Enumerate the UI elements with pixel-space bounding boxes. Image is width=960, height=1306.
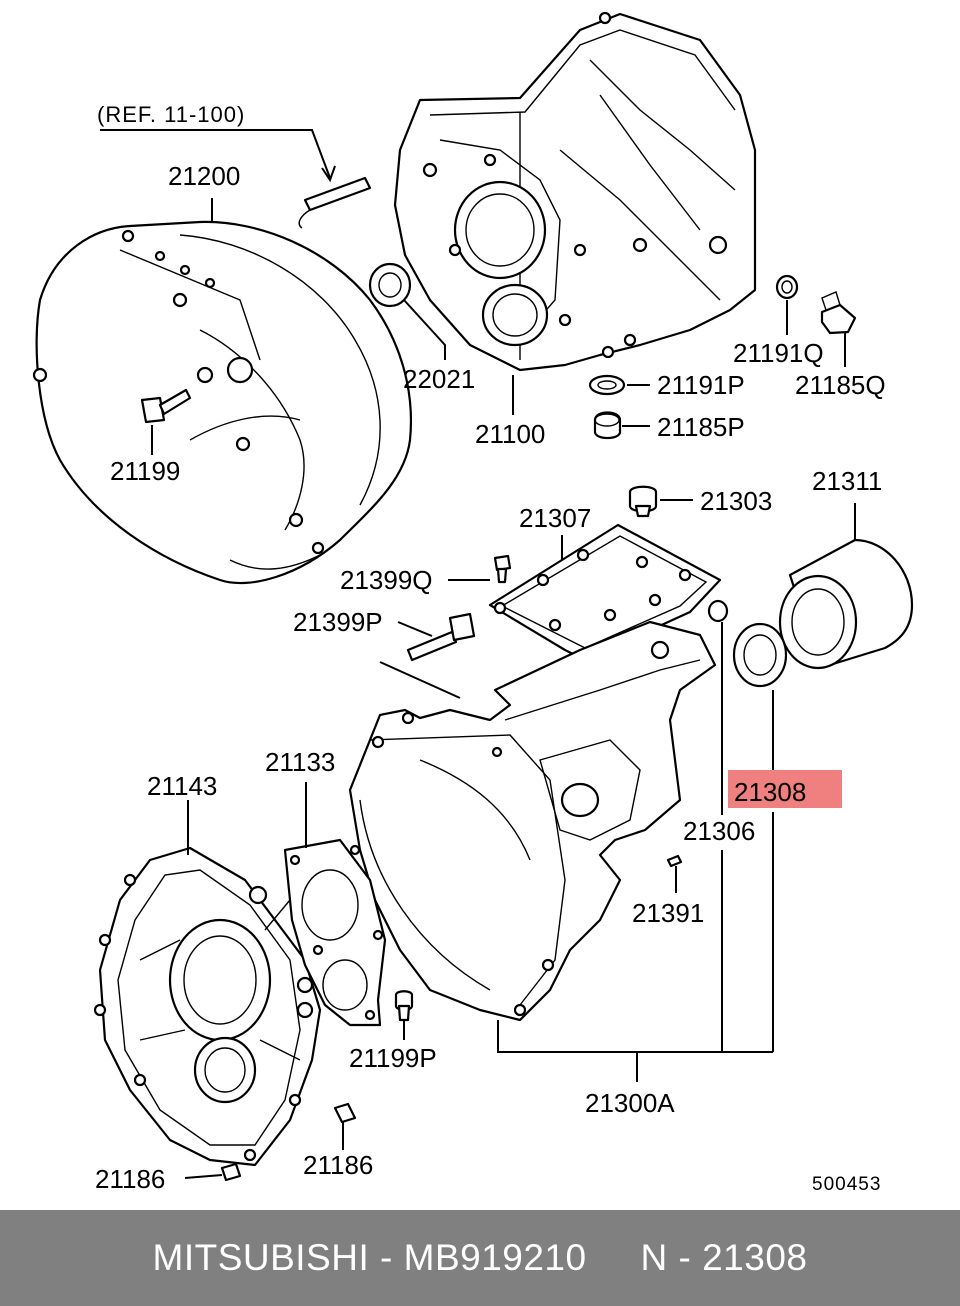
label-21199: 21199 [110, 456, 180, 486]
label-21186b: 21186 [95, 1164, 165, 1194]
bolt-21199P [394, 990, 414, 1022]
transmission-case-21100 [393, 11, 757, 372]
label-21191P: 21191P [657, 370, 745, 400]
label-21399Q: 21399Q [340, 565, 433, 595]
cover-21307 [488, 523, 722, 662]
washer-21191P [588, 374, 626, 396]
label-21133: 21133 [265, 747, 335, 777]
dowel-21186a [333, 1102, 357, 1124]
plug-21185P [593, 411, 622, 440]
plug-21185Q [820, 291, 857, 335]
washer-21191Q [775, 274, 799, 300]
label-21303: 21303 [700, 486, 772, 516]
bolt-21399Q [493, 554, 512, 584]
label-21185Q: 21185Q [795, 370, 886, 400]
plug-21306 [707, 599, 729, 623]
gasket-21133 [283, 838, 387, 1027]
plug-21303 [628, 485, 658, 518]
transfer-case-21300A [348, 620, 717, 1022]
parts-diagram: (REF. 11-100) 21200 21100 22021 21199 21… [32, 11, 914, 1195]
label-21307: 21307 [519, 503, 591, 533]
ref-tube [298, 176, 372, 229]
label-21143: 21143 [147, 771, 217, 801]
drawing-number: 500453 [812, 1174, 881, 1195]
footer-part-info: MITSUBISHI - MB919210 N - 21308 [152, 1237, 808, 1278]
front-case-21143 [93, 846, 322, 1167]
label-21100: 21100 [475, 419, 545, 449]
label-21186a: 21186 [303, 1150, 373, 1180]
label-21391: 21391 [632, 898, 704, 928]
label-21199P: 21199P [349, 1043, 437, 1073]
label-21306: 21306 [683, 816, 755, 846]
bolt-21399P [406, 612, 476, 662]
label-21311: 21311 [812, 466, 882, 496]
leader-lines [100, 129, 856, 1179]
dowel-21186b [220, 1162, 242, 1182]
highlight-21308 [728, 770, 842, 808]
seal-22021 [368, 262, 412, 308]
label-21185P: 21185P [657, 412, 745, 442]
clutch-housing-21200 [32, 220, 413, 585]
bolt-21199 [140, 388, 192, 424]
label-21200: 21200 [168, 161, 240, 191]
label-21399P: 21399P [293, 607, 383, 637]
label-21300A: 21300A [585, 1088, 675, 1118]
oil-seal-21308 [732, 622, 788, 688]
pin-21391 [666, 854, 683, 868]
footer-bar: MITSUBISHI - MB919210 N - 21308 [0, 1210, 960, 1306]
sleeve-21311 [778, 538, 914, 670]
label-22021: 22021 [403, 364, 475, 394]
label-21191Q: 21191Q [733, 338, 824, 368]
ref-note: (REF. 11-100) [97, 102, 245, 127]
label-21308: 21308 [734, 777, 806, 807]
